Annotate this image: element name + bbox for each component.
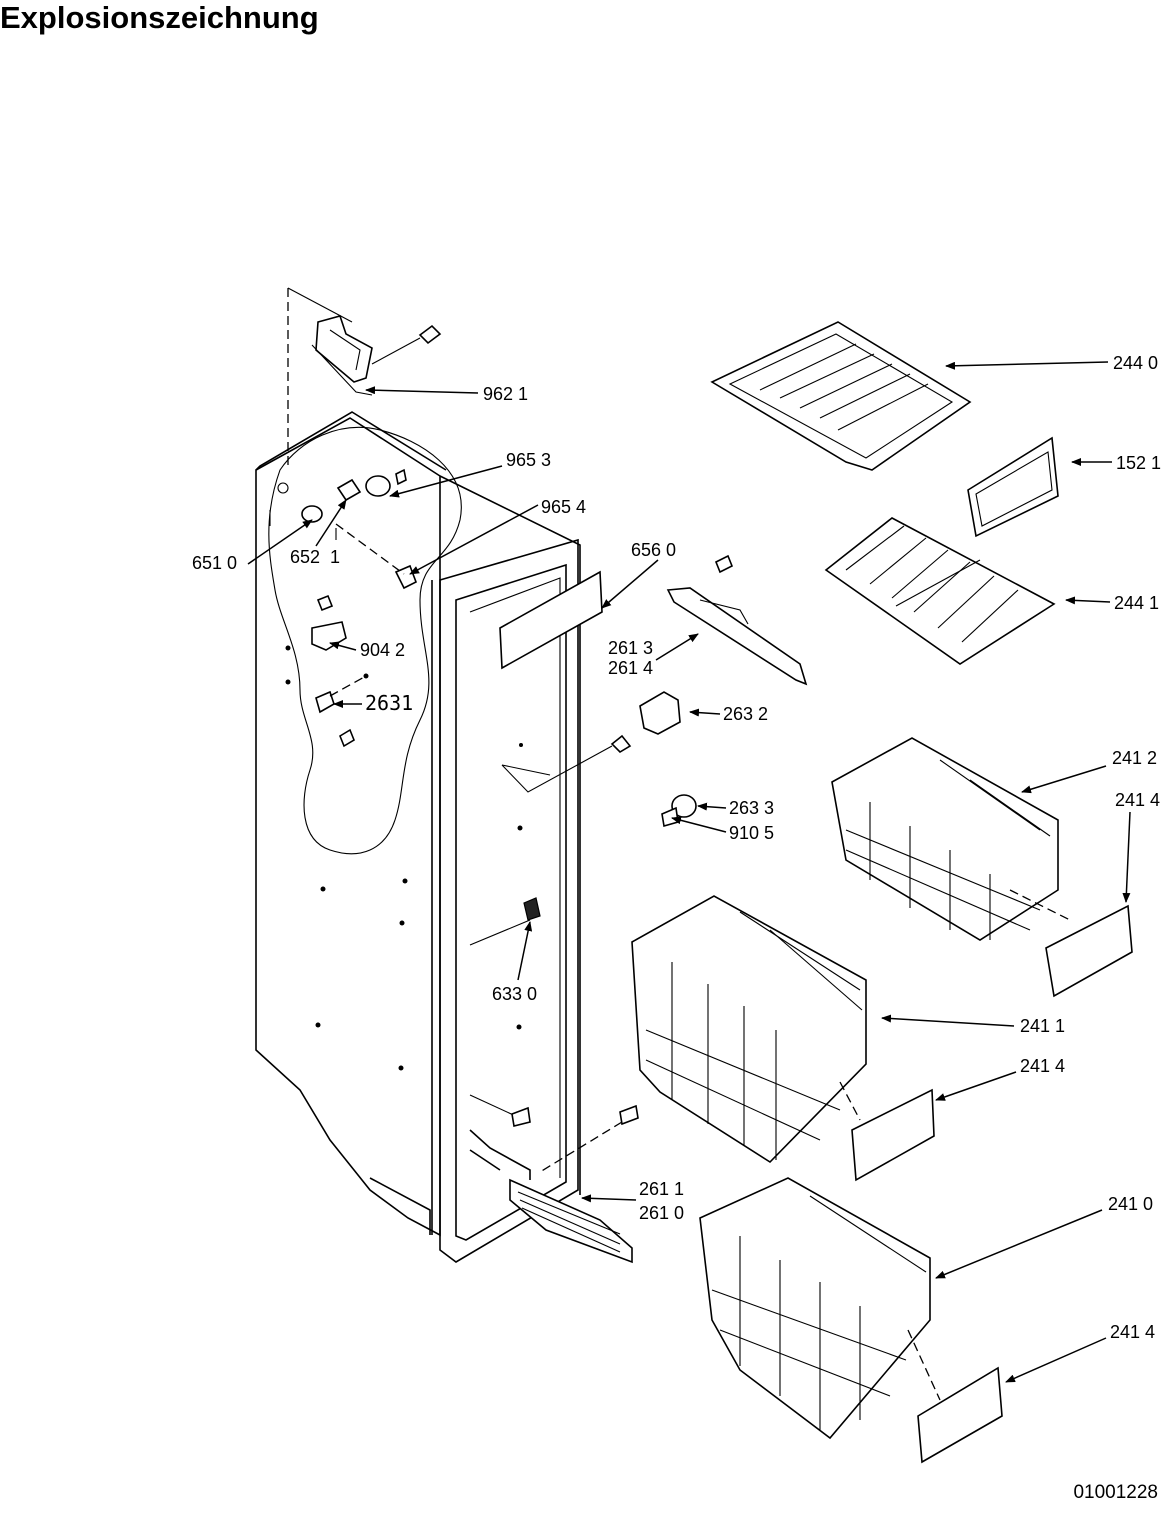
part-label-9653: 965 3 (506, 450, 551, 470)
basket-bottom (699, 1177, 931, 1440)
part-label-2414-b: 241 4 (1020, 1056, 1065, 1076)
basket-front-a (1045, 904, 1133, 998)
wire-shelf (824, 517, 1056, 665)
glass-shelf (710, 321, 972, 471)
leader-lines (247, 361, 1131, 1383)
part-label-2411: 241 1 (1020, 1016, 1065, 1036)
part-label-2410: 241 0 (1108, 1194, 1153, 1214)
part-label-2614: 261 4 (608, 658, 653, 678)
part-label-6560: 656 0 (631, 540, 676, 560)
part-label-6330: 633 0 (492, 984, 537, 1004)
part-label-9105: 910 5 (729, 823, 774, 843)
hinge-bracket (287, 287, 373, 470)
screw-top (371, 324, 442, 365)
clip-2631 (315, 673, 369, 748)
part-label-2611: 261 1 (639, 1179, 684, 1199)
part-label-2633: 263 3 (729, 798, 774, 818)
basket-small (831, 737, 1059, 941)
part-label-9042: 904 2 (360, 640, 405, 660)
roller-screw (661, 794, 697, 828)
lamp-socket-parts (269, 468, 418, 590)
door-switch (523, 897, 541, 921)
part-label-2412: 241 2 (1112, 748, 1157, 768)
freezer-cabinet (255, 411, 581, 1263)
part-label-2414-a: 241 4 (1115, 790, 1160, 810)
part-label-2440: 244 0 (1113, 353, 1158, 373)
cover-plate-656 (499, 570, 603, 670)
roller-263 (501, 691, 681, 793)
document-number: 01001228 (1073, 1482, 1158, 1503)
basket-front-c (917, 1366, 1003, 1464)
part-label-2414-c: 241 4 (1110, 1322, 1155, 1342)
shelf-rail (666, 554, 808, 686)
part-label-2441: 244 1 (1114, 593, 1159, 613)
bracket-904 (311, 594, 347, 651)
basket-front-b (851, 1088, 935, 1182)
part-label-9654: 965 4 (541, 497, 586, 517)
part-label-2631: 2631 (365, 691, 413, 715)
part-label-2610: 261 0 (639, 1203, 684, 1223)
basket-large (631, 895, 867, 1164)
part-label-9621: 962 1 (483, 384, 528, 404)
part-label-6510: 651 0 (192, 553, 237, 573)
part-label-2632: 263 2 (723, 704, 768, 724)
page-title: Explosionszeichnung (0, 0, 319, 35)
shelf-trim-152 (967, 436, 1059, 538)
part-label-2613: 261 3 (608, 638, 653, 658)
part-label-6521: 652 1 (290, 547, 340, 567)
part-label-1521: 152 1 (1116, 453, 1161, 473)
vent-grille (509, 1104, 639, 1264)
